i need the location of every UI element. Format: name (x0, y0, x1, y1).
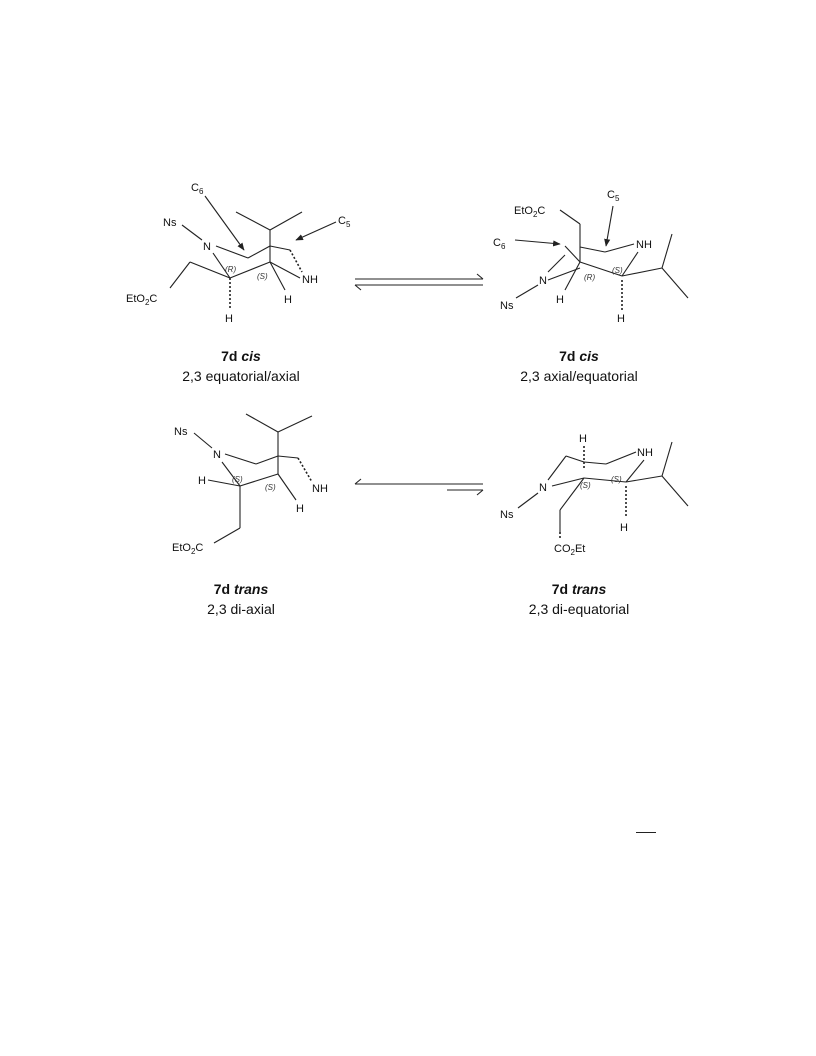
stereo-s-label: (S) (232, 475, 243, 484)
structure-7d-trans-di-equatorial: H NH N Ns (S) (S) CO2Et H (500, 433, 689, 557)
stereo-s-label: (S) (257, 272, 268, 281)
h-label: H (198, 475, 206, 487)
conformation-description: 2,3 di-axial (207, 601, 275, 617)
conformation-description: 2,3 axial/equatorial (520, 368, 638, 384)
h-label: H (225, 313, 233, 325)
compound-name: 7d trans (213, 581, 269, 597)
c6-label: C6 (191, 182, 204, 196)
equilibrium-arrows-bottom (354, 478, 484, 496)
nh-label: NH (637, 447, 653, 459)
h-label: H (620, 522, 628, 534)
ns-label: Ns (163, 217, 177, 229)
structure-7d-cis-ax-eq: C5 EtO2C C6 NH N Ns H (R) (S) H (493, 189, 689, 325)
structure-7d-trans-di-axial: Ns N NH H H (S) (S) EtO2C (172, 413, 328, 556)
n-label: N (539, 275, 547, 287)
conformation-description: 2,3 di-equatorial (528, 601, 630, 617)
compound-name: 7d trans (551, 581, 607, 597)
short-rule (636, 832, 656, 833)
nh-label: NH (312, 483, 328, 495)
stereo-r-label: (R) (584, 273, 595, 282)
stereo-r-label: (R) (225, 265, 236, 274)
eto2c-label: EtO2C (126, 293, 157, 307)
caption-bottom-right: 7d trans 2,3 di-equatorial (459, 579, 699, 619)
compound-name: 7d cis (559, 348, 599, 364)
n-label: N (203, 241, 211, 253)
equilibrium-arrows-top (354, 273, 484, 291)
c6-label: C6 (493, 237, 506, 251)
c6-pointer-arrow (204, 195, 245, 251)
c6-pointer-arrow (514, 239, 561, 247)
c5-pointer-arrow (295, 221, 337, 241)
ns-label: Ns (500, 300, 514, 312)
n-label: N (213, 449, 221, 461)
c5-pointer-arrow (604, 205, 614, 247)
caption-top-right: 7d cis 2,3 axial/equatorial (459, 346, 699, 386)
eto2c-label: EtO2C (172, 542, 203, 556)
c5-label: C5 (607, 189, 620, 203)
c5-label: C5 (338, 215, 351, 229)
stereo-s-label: (S) (580, 481, 591, 490)
h-label: H (617, 313, 625, 325)
nh-label: NH (636, 239, 652, 251)
nh-label: NH (302, 274, 318, 286)
eto2c-label: EtO2C (514, 205, 545, 219)
ns-label: Ns (500, 509, 514, 521)
h-label: H (296, 503, 304, 515)
compound-name: 7d cis (221, 348, 261, 364)
stereo-s-label: (S) (612, 266, 623, 275)
co2et-label: CO2Et (554, 543, 585, 557)
h-label: H (579, 433, 587, 445)
stereo-s-label: (S) (265, 483, 276, 492)
caption-top-left: 7d cis 2,3 equatorial/axial (121, 346, 361, 386)
stereo-s-label: (S) (611, 475, 622, 484)
conformation-description: 2,3 equatorial/axial (182, 368, 300, 384)
h-label: H (556, 294, 564, 306)
n-label: N (539, 482, 547, 494)
structure-7d-cis-eq-ax: C6 C5 Ns N NH (R) (S) H H EtO2C (126, 182, 351, 325)
caption-bottom-left: 7d trans 2,3 di-axial (121, 579, 361, 619)
h-label: H (284, 294, 292, 306)
ns-label: Ns (174, 426, 188, 438)
